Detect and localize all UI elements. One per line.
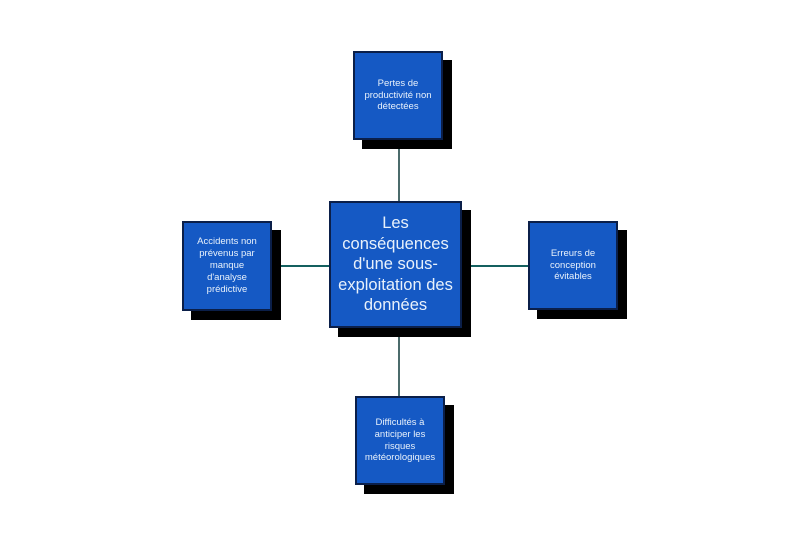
connector-center-to-bottom [398, 326, 400, 400]
node-left-label: Accidents non prévenus par manque d'anal… [197, 236, 257, 295]
node-top-label: Pertes de productivité non détectées [364, 77, 432, 113]
connector-center-to-right [460, 265, 530, 267]
node-bottom-label: Difficultés à anticiper les risques mété… [364, 416, 436, 464]
node-bottom[interactable]: Difficultés à anticiper les risques mété… [355, 396, 445, 485]
node-center-label: Les conséquences d'une sous-exploitation… [338, 213, 453, 315]
connector-center-to-left [268, 265, 334, 267]
connector-center-to-top [398, 136, 400, 206]
node-left[interactable]: Accidents non prévenus par manque d'anal… [182, 221, 272, 311]
node-right[interactable]: Erreurs de conception évitables [528, 221, 618, 310]
node-center[interactable]: Les conséquences d'une sous-exploitation… [329, 201, 462, 328]
node-top[interactable]: Pertes de productivité non détectées [353, 51, 443, 140]
node-right-label: Erreurs de conception évitables [550, 247, 596, 283]
